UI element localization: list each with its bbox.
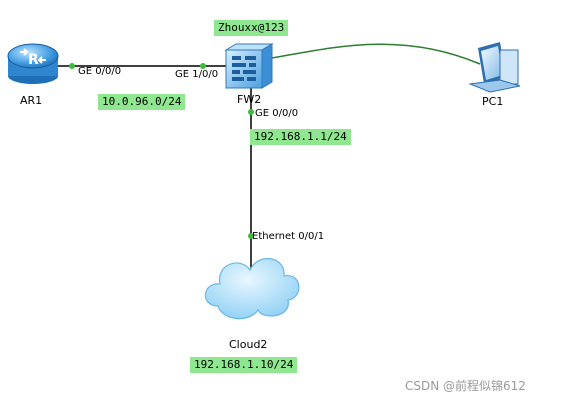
firewall-name: FW2 [237,93,262,106]
port-label-ar1-ge000: GE 0/0/0 [78,66,122,77]
port-dot-cloud-eth [248,233,254,239]
router-name: AR1 [20,94,43,107]
router-icon[interactable]: R [7,43,59,84]
note-cloud-ip: 192.168.1.10/24 [190,357,298,373]
port-label-fw2-ge100: GE 1/0/0 [175,69,219,80]
cloud-icon[interactable] [204,257,300,320]
firewall-icon[interactable] [224,43,274,89]
watermark: CSDN @前程似锦612 [405,379,526,393]
port-label-fw2-ge000: GE 0/0/0 [255,108,299,119]
note-network-ar1-fw2: 10.0.96.0/24 [98,94,186,110]
port-dot-ar1-ge000 [69,63,75,69]
port-dot-fw2-ge100 [200,63,206,69]
note-password: Zhouxx@123 [214,20,289,36]
pc-name: PC1 [482,95,504,108]
pc-icon[interactable] [468,42,521,93]
svg-text:R: R [28,52,39,68]
note-fw2-ip: 192.168.1.1/24 [250,129,351,145]
cloud-name: Cloud2 [229,338,268,351]
port-dot-fw2-ge000 [248,109,254,115]
port-label-cloud-eth: Ethernet 0/0/1 [252,231,325,242]
link-fw2-pc1 [271,43,481,65]
